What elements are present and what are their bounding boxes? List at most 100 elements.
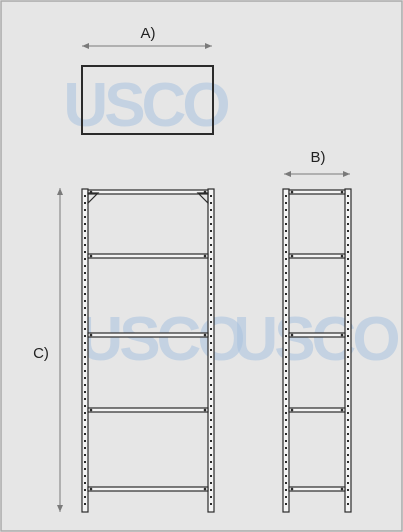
post-hole bbox=[285, 384, 287, 386]
post-hole bbox=[285, 251, 287, 253]
post-hole bbox=[210, 216, 212, 218]
side-view-shelving-unit bbox=[282, 188, 352, 513]
post-hole bbox=[210, 482, 212, 484]
shelf-2 bbox=[288, 253, 346, 259]
post-hole bbox=[210, 286, 212, 288]
post-hole bbox=[347, 433, 349, 435]
post-hole bbox=[84, 489, 86, 491]
shelf-bolt bbox=[340, 408, 344, 412]
post-hole bbox=[285, 426, 287, 428]
post-hole bbox=[210, 321, 212, 323]
post-hole bbox=[84, 314, 86, 316]
post-hole bbox=[84, 258, 86, 260]
post-hole bbox=[210, 237, 212, 239]
post-hole bbox=[210, 265, 212, 267]
post-hole bbox=[210, 314, 212, 316]
post-hole bbox=[285, 202, 287, 204]
post-hole bbox=[84, 377, 86, 379]
post-hole bbox=[210, 195, 212, 197]
shelf-bolt bbox=[290, 333, 294, 337]
post-hole bbox=[347, 356, 349, 358]
post-hole bbox=[285, 454, 287, 456]
post-hole bbox=[347, 349, 349, 351]
front-view-shelving-unit bbox=[81, 188, 215, 513]
post-hole bbox=[84, 342, 86, 344]
corner-gusset-right bbox=[196, 192, 209, 205]
post-hole bbox=[347, 419, 349, 421]
shelf-4 bbox=[87, 407, 209, 413]
post-hole bbox=[285, 440, 287, 442]
post-hole bbox=[84, 363, 86, 365]
post-hole bbox=[347, 475, 349, 477]
watermark-logo-mid-left: USCO bbox=[78, 305, 247, 374]
post-hole bbox=[347, 307, 349, 309]
shelf-bolt bbox=[89, 254, 93, 258]
post-hole bbox=[285, 293, 287, 295]
post-hole bbox=[347, 223, 349, 225]
post-hole bbox=[285, 244, 287, 246]
shelf-1 bbox=[288, 189, 346, 195]
post-hole bbox=[210, 307, 212, 309]
shelf-3 bbox=[288, 332, 346, 338]
post-hole bbox=[84, 216, 86, 218]
post-hole bbox=[210, 300, 212, 302]
post-hole bbox=[84, 202, 86, 204]
post-hole bbox=[84, 321, 86, 323]
post-hole bbox=[285, 342, 287, 344]
post-hole bbox=[84, 447, 86, 449]
post-hole bbox=[84, 454, 86, 456]
post-hole bbox=[84, 230, 86, 232]
post-hole bbox=[285, 272, 287, 274]
shelf-5 bbox=[288, 486, 346, 492]
post-hole bbox=[285, 433, 287, 435]
post-hole bbox=[347, 202, 349, 204]
dimension-c: C) bbox=[33, 188, 63, 512]
post-hole bbox=[210, 258, 212, 260]
post-hole bbox=[84, 461, 86, 463]
post-hole bbox=[285, 321, 287, 323]
post-hole bbox=[84, 503, 86, 505]
post-hole bbox=[285, 391, 287, 393]
post-hole bbox=[84, 496, 86, 498]
post-hole bbox=[285, 286, 287, 288]
post-hole bbox=[210, 412, 212, 414]
post-hole bbox=[210, 230, 212, 232]
post-hole bbox=[347, 426, 349, 428]
shelf-bolt bbox=[290, 408, 294, 412]
post-hole bbox=[210, 433, 212, 435]
post-hole bbox=[285, 356, 287, 358]
post-hole bbox=[347, 237, 349, 239]
dimension-c-label: C) bbox=[33, 345, 49, 362]
post-hole bbox=[285, 461, 287, 463]
shelf-4 bbox=[288, 407, 346, 413]
post-hole bbox=[285, 398, 287, 400]
post-hole bbox=[285, 328, 287, 330]
post-hole bbox=[347, 503, 349, 505]
post-hole bbox=[347, 230, 349, 232]
post-hole bbox=[84, 272, 86, 274]
post-hole bbox=[84, 419, 86, 421]
post-hole bbox=[285, 447, 287, 449]
post-hole bbox=[285, 300, 287, 302]
shelf-2 bbox=[87, 253, 209, 259]
post-hole bbox=[285, 209, 287, 211]
post-hole bbox=[210, 496, 212, 498]
post-hole bbox=[347, 209, 349, 211]
post-hole bbox=[210, 251, 212, 253]
shelf-bolt bbox=[203, 254, 207, 258]
post-hole bbox=[347, 300, 349, 302]
post-hole bbox=[84, 286, 86, 288]
shelf-bolt bbox=[340, 190, 344, 194]
post-hole bbox=[285, 237, 287, 239]
watermark-logo-top: USCO bbox=[63, 71, 232, 140]
post-hole bbox=[285, 223, 287, 225]
post-hole bbox=[210, 370, 212, 372]
svg-text:USCO: USCO bbox=[233, 305, 398, 374]
corner-gusset-left bbox=[87, 192, 100, 205]
post-hole bbox=[285, 468, 287, 470]
post-hole bbox=[84, 468, 86, 470]
post-hole bbox=[84, 293, 86, 295]
post-hole bbox=[347, 293, 349, 295]
